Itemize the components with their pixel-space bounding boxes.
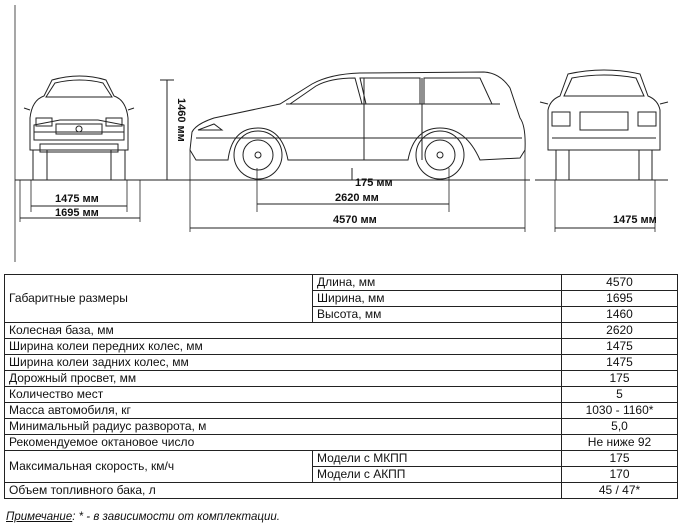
footnote: Примечание: * - в зависимости от комплек… — [6, 511, 280, 523]
row-value: 1030 - 1160* — [561, 402, 678, 419]
table-row: Количество мест 5 — [4, 386, 678, 403]
row-value: 1460 — [561, 306, 678, 323]
row-label: Объем топливного бака, л — [4, 482, 562, 499]
extension-lines — [14, 5, 656, 262]
rear-view-car — [539, 69, 669, 181]
table-row: Ширина колеи передних колес, мм 1475 — [4, 338, 678, 355]
width-label: 1695 мм — [55, 207, 99, 219]
row-label: Ширина колеи передних колес, мм — [4, 338, 562, 355]
vehicle-dimensions-drawing: 1460 мм 1475 мм 1695 мм 175 мм 2620 мм 4… — [0, 0, 684, 262]
table-row: Максимальная скорость, км/ч Модели с МКП… — [4, 450, 678, 483]
table-row: Дорожный просвет, мм 175 — [4, 370, 678, 387]
wheelbase-label: 2620 мм — [335, 192, 379, 204]
specifications-table: Габаритные размеры Длина, мм 4570 Ширина… — [4, 274, 678, 499]
row-value: 5,0 — [561, 418, 678, 435]
row-value: 4570 — [561, 274, 678, 291]
row-label: Модели с АКПП — [312, 466, 562, 483]
row-label: Дорожный просвет, мм — [4, 370, 562, 387]
row-value: 1475 — [561, 338, 678, 355]
row-label: Колесная база, мм — [4, 322, 562, 339]
row-label: Ширина, мм — [312, 290, 562, 307]
table-row: Рекомендуемое октановое число Не ниже 92 — [4, 434, 678, 451]
row-label: Модели с МКПП — [312, 450, 562, 467]
length-label: 4570 мм — [333, 214, 377, 226]
front-view-car — [23, 75, 135, 181]
table-row: Модели с АКПП 170 — [5, 466, 678, 483]
row-value: 45 / 47* — [561, 482, 678, 499]
row-value: 1475 — [561, 354, 678, 371]
height-label: 1460 мм — [175, 98, 187, 142]
row-label: Количество мест — [4, 386, 562, 403]
row-value: 2620 — [561, 322, 678, 339]
row-value: 175 — [561, 370, 678, 387]
table-row: Ширина колеи задних колес, мм 1475 — [4, 354, 678, 371]
row-label: Ширина колеи задних колес, мм — [4, 354, 562, 371]
rear-track-label: 1475 мм — [613, 214, 657, 226]
row-label: Минимальный радиус разворота, м — [4, 418, 562, 435]
front-track-label: 1475 мм — [55, 193, 99, 205]
table-row: Минимальный радиус разворота, м 5,0 — [4, 418, 678, 435]
row-label: Рекомендуемое октановое число — [4, 434, 562, 451]
table-row: Габаритные размеры Длина, мм 4570 — [4, 274, 678, 323]
row-value: 5 — [561, 386, 678, 403]
footnote-text: : * - в зависимости от комплектации. — [72, 511, 280, 523]
row-value: 170 — [561, 466, 678, 483]
row-label: Высота, мм — [312, 306, 562, 323]
speed-group-label: Максимальная скорость, км/ч — [4, 450, 313, 483]
row-label: Масса автомобиля, кг — [4, 402, 562, 419]
footnote-prefix: Примечание — [6, 511, 73, 523]
row-value: Не ниже 92 — [561, 434, 678, 451]
row-label: Длина, мм — [312, 274, 562, 291]
table-row: Колесная база, мм 2620 — [4, 322, 678, 339]
table-row: Масса автомобиля, кг 1030 - 1160* — [4, 402, 678, 419]
table-row: Объем топливного бака, л 45 / 47* — [4, 482, 678, 499]
clearance-label: 175 мм — [355, 177, 393, 189]
side-view-car — [189, 71, 526, 180]
row-value: 1695 — [561, 290, 678, 307]
dims-group-label: Габаритные размеры — [4, 274, 313, 323]
row-value: 175 — [561, 450, 678, 467]
height-dimension-line — [160, 79, 174, 181]
